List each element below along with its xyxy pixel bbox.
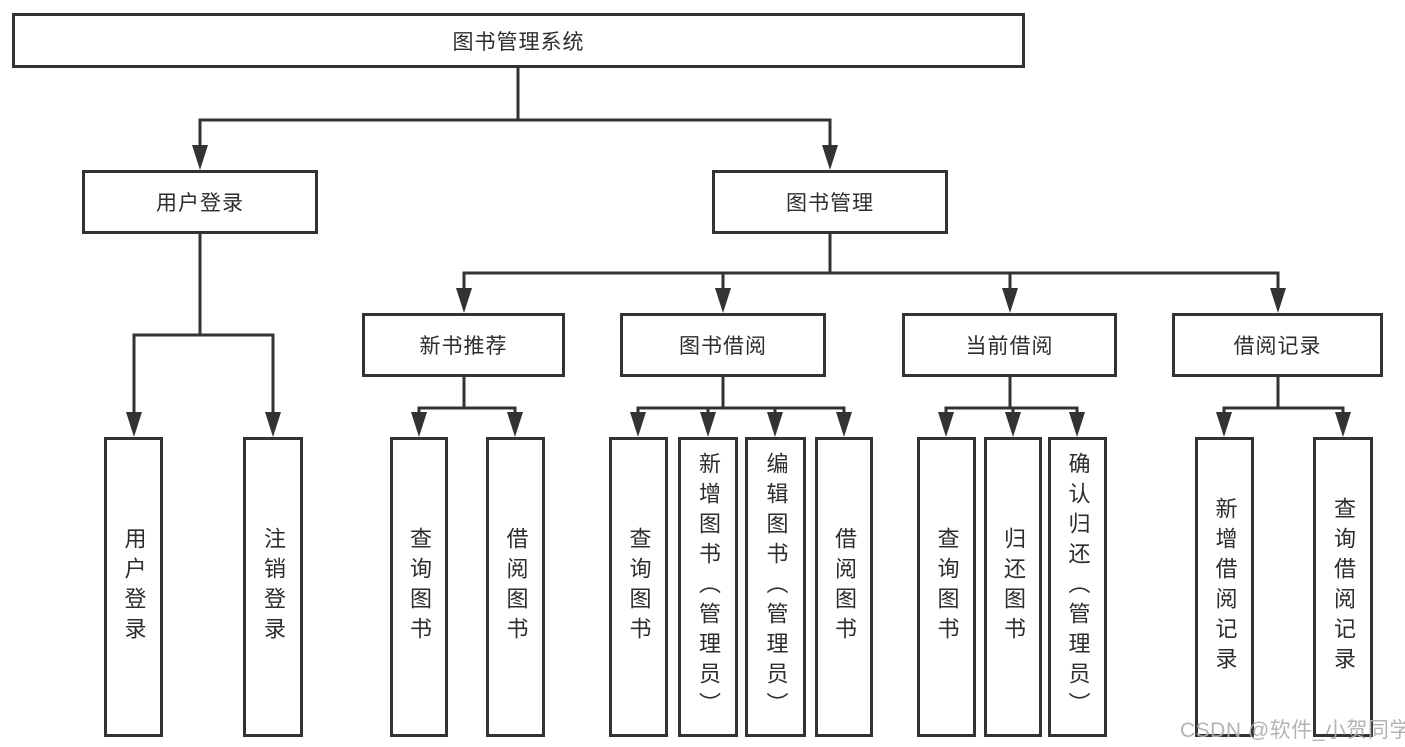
arrowhead — [507, 412, 523, 437]
leaf-query-borrow-record-label: 查询借阅记录 — [1331, 497, 1356, 677]
node-user-login-label: 用户登录 — [156, 192, 244, 215]
connector-book-management-to-level3 — [462, 234, 1280, 290]
arrowhead — [1002, 288, 1018, 313]
arrowhead — [411, 412, 427, 437]
leaf-borrow-books-borrowing: 借阅图书 — [815, 437, 873, 737]
node-borrowing-records-label: 借阅记录 — [1233, 335, 1322, 358]
arrowhead — [1069, 412, 1085, 437]
leaf-logout-label: 注销登录 — [261, 527, 286, 647]
arrowhead — [456, 288, 472, 313]
node-root-label: 图书管理系统 — [452, 30, 585, 54]
leaf-user-login: 用户登录 — [104, 437, 163, 737]
leaf-borrow-books-recommend-label: 借阅图书 — [503, 527, 529, 647]
node-book-management-label: 图书管理 — [786, 192, 874, 215]
connector-root-to-level2 — [198, 68, 832, 147]
arrowhead — [700, 412, 716, 437]
leaf-borrow-books-recommend: 借阅图书 — [486, 437, 545, 737]
leaf-query-books-current: 查询图书 — [917, 437, 976, 737]
node-borrowing-records: 借阅记录 — [1172, 313, 1383, 377]
node-new-book-recommend-label: 新书推荐 — [419, 335, 508, 358]
leaf-user-login-label: 用户登录 — [121, 527, 147, 647]
csdn-watermark: CSDN @软件_小贺同学 — [1180, 719, 1405, 742]
arrowhead — [836, 412, 852, 437]
arrowhead — [265, 412, 281, 437]
arrowhead — [630, 412, 646, 437]
leaf-confirm-return-admin: 确认归还（管理员） — [1048, 437, 1107, 737]
leaf-query-books-borrowing: 查询图书 — [609, 437, 668, 737]
leaf-return-books: 归还图书 — [984, 437, 1042, 737]
leaf-logout: 注销登录 — [243, 437, 303, 737]
leaf-edit-books-admin: 编辑图书（管理员） — [745, 437, 806, 737]
leaf-query-borrow-record: 查询借阅记录 — [1313, 437, 1373, 737]
leaf-query-books-current-label: 查询图书 — [934, 527, 960, 647]
arrowhead — [767, 412, 783, 437]
arrowhead — [1005, 412, 1021, 437]
leaf-confirm-return-admin-label: 确认归还（管理员） — [1065, 452, 1091, 722]
arrowhead — [126, 412, 142, 437]
node-current-borrowing: 当前借阅 — [902, 313, 1117, 377]
arrowheads — [126, 145, 1351, 437]
node-new-book-recommend: 新书推荐 — [362, 313, 565, 377]
arrowhead — [1335, 412, 1351, 437]
leaf-query-books-recommend-label: 查询图书 — [407, 527, 432, 647]
leaf-add-books-admin: 新增图书（管理员） — [678, 437, 738, 737]
connector-new-book-recommend-to-children — [417, 377, 517, 414]
leaf-edit-books-admin-label: 编辑图书（管理员） — [763, 452, 789, 722]
node-book-management: 图书管理 — [712, 170, 948, 234]
arrowhead — [192, 145, 208, 170]
leaf-query-books-borrowing-label: 查询图书 — [626, 527, 652, 647]
node-user-login: 用户登录 — [82, 170, 318, 234]
arrowhead — [822, 145, 838, 170]
leaf-query-books-recommend: 查询图书 — [390, 437, 448, 737]
arrowhead — [1216, 412, 1232, 437]
leaf-return-books-label: 归还图书 — [1001, 527, 1026, 647]
connector-book-borrowing-to-children — [636, 377, 846, 414]
node-root: 图书管理系统 — [12, 13, 1025, 68]
leaf-add-borrow-record: 新增借阅记录 — [1195, 437, 1254, 737]
node-book-borrowing-label: 图书借阅 — [679, 335, 767, 358]
leaf-borrow-books-borrowing-label: 借阅图书 — [832, 527, 857, 647]
connector-borrowing-records-to-children — [1222, 377, 1345, 414]
arrowhead — [1270, 288, 1286, 313]
node-book-borrowing: 图书借阅 — [620, 313, 826, 377]
node-current-borrowing-label: 当前借阅 — [965, 335, 1054, 358]
connector-user-login-to-children — [132, 233, 275, 414]
arrowhead — [938, 412, 954, 437]
leaf-add-borrow-record-label: 新增借阅记录 — [1212, 497, 1238, 677]
connector-current-borrowing-to-children — [944, 377, 1079, 414]
arrowhead — [715, 288, 731, 313]
leaf-add-books-admin-label: 新增图书（管理员） — [696, 452, 721, 722]
